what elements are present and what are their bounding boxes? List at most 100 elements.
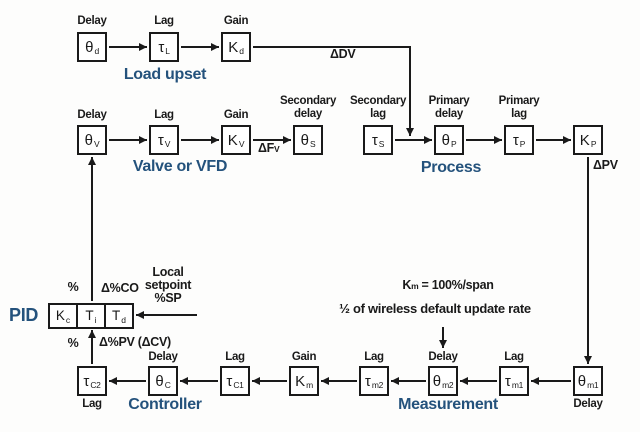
label-gain: Gain (223, 15, 249, 27)
signal-subscript: V (274, 144, 280, 154)
annotation-symbol: K (402, 278, 412, 292)
block-subscript: d (121, 314, 126, 325)
block-subscript: P (450, 139, 457, 150)
group-label-measurement: Measurement (398, 396, 498, 413)
block-symbol: θ (300, 131, 309, 149)
annotation-km-span: Km = 100%/span (402, 278, 494, 293)
signal-percent-pv: % (67, 336, 79, 350)
block-subscript: m2 (442, 380, 454, 391)
block-symbol: τ (371, 131, 378, 149)
label-line: delay (294, 107, 322, 120)
block-symbol: τ (158, 38, 165, 56)
annotation-wireless-update: ½ of wireless default update rate (339, 301, 531, 316)
label-lag: Lag (364, 351, 384, 363)
label-line: lag (511, 107, 527, 120)
block-symbol: τ (83, 372, 90, 390)
label-secondary-lag: Secondary lag (350, 95, 406, 120)
label-lag: Lag (504, 351, 524, 363)
block-subscript: P (590, 139, 597, 150)
block-subscript: C2 (90, 380, 101, 391)
block-symbol: θ (85, 38, 94, 56)
block-symbol: K (227, 131, 238, 149)
block-symbol: θ (441, 131, 450, 149)
block-symbol: τ (504, 372, 511, 390)
label-delay: Delay (77, 109, 107, 121)
label-lag: Lag (154, 15, 174, 27)
signal-delta-dv: ΔDV (330, 47, 356, 61)
block-symbol: τ (157, 131, 164, 149)
signal-line: setpoint (144, 278, 192, 292)
label-lag: Lag (225, 351, 245, 363)
block-symbol: τ (364, 372, 371, 390)
signal-local-setpoint: Local setpoint %SP (144, 265, 192, 305)
label-line: Secondary (279, 95, 337, 107)
group-label-controller: Controller (128, 396, 202, 413)
block-subscript: C1 (233, 380, 244, 391)
label-line: Secondary (349, 95, 407, 107)
block-symbol: θ (432, 372, 442, 390)
block-symbol: T (85, 308, 94, 324)
block-subscript: m1 (511, 380, 524, 391)
block-symbol: K (295, 372, 306, 390)
group-label-load-upset: Load upset (123, 66, 207, 83)
block-subscript: L (165, 46, 170, 57)
block-subscript: V (164, 139, 171, 150)
signal-line: Local (152, 265, 184, 279)
block-subscript: d (94, 46, 99, 57)
block-subscript: m (306, 380, 313, 391)
signal-text: ΔF (258, 141, 275, 155)
label-line: lag (370, 107, 386, 120)
block-subscript: i (94, 314, 97, 325)
block-subscript: C (164, 380, 171, 391)
label-delay: Delay (573, 398, 603, 410)
block-subscript: S (378, 139, 385, 150)
signal-delta-fv: ΔFV (258, 141, 280, 156)
annotation-subscript: m (411, 281, 419, 291)
label-lag: Lag (82, 398, 102, 410)
block-symbol: T (112, 308, 121, 324)
block-subscript: c (65, 314, 71, 325)
label-gain: Gain (291, 351, 317, 363)
block-symbol: K (579, 131, 590, 149)
label-line: Primary (498, 95, 540, 107)
block-symbol: θ (84, 131, 93, 149)
block-symbol: θ (577, 372, 587, 390)
label-gain: Gain (223, 109, 249, 121)
block-subscript: m2 (371, 380, 384, 391)
annotation-text: = 100%/span (418, 278, 494, 292)
signal-line: %SP (154, 291, 182, 305)
signal-delta-pv-cv: Δ%PV (ΔCV) (99, 335, 171, 349)
label-secondary-delay: Secondary delay (280, 95, 336, 120)
block-subscript: S (309, 139, 316, 150)
block-symbol: K (55, 308, 65, 324)
label-line: Primary (428, 95, 470, 107)
signal-delta-co: Δ%CO (101, 281, 139, 295)
label-primary-lag: Primary lag (499, 95, 540, 120)
label-line: delay (435, 107, 463, 120)
signal-percent-co: % (67, 280, 79, 294)
group-label-process: Process (420, 159, 482, 176)
group-label-valve: Valve or VFD (132, 158, 228, 175)
block-subscript: d (239, 46, 244, 57)
label-delay: Delay (77, 15, 107, 27)
